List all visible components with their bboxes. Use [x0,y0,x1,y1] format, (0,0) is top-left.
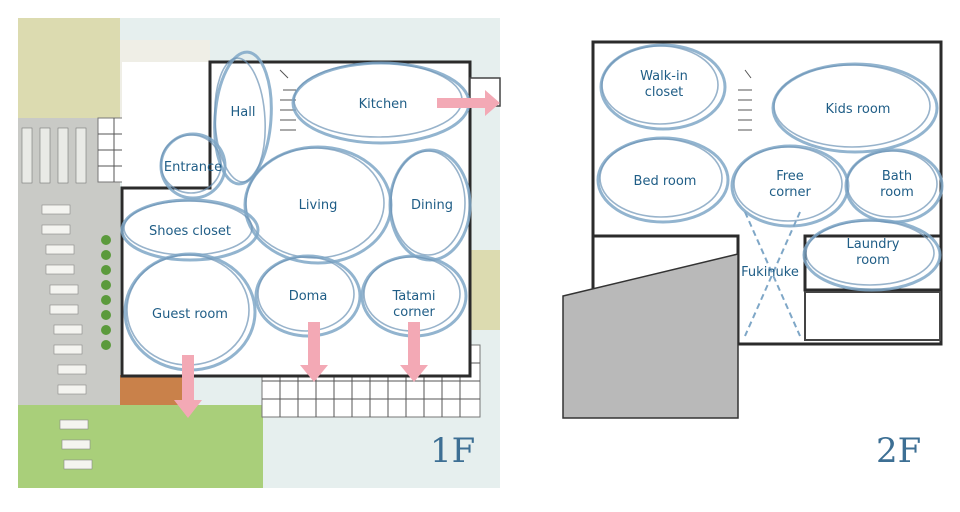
room-label-shoes-closet: Shoes closet [149,224,231,239]
room-bubbles-2f [596,43,944,292]
room-label-fukinuke: Fukinuke [741,265,799,280]
arrow-down-icon [400,322,428,382]
garage-slats [21,127,87,184]
arrow-down-icon [174,355,202,418]
arrow-down-icon [300,322,328,382]
room-label-hall: Hall [231,105,256,120]
room-labels-1f: Hall Kitchen Entrance Living Dining Shoe… [149,97,453,322]
garden-lawn [18,405,263,488]
stairs-1f [279,69,296,131]
fukinuke-void [744,211,801,337]
balcony-box [804,291,941,341]
neighbor-lot [18,18,120,118]
room-label-doma: Doma [289,289,328,304]
stairs-2f [738,69,752,131]
room-label-guest-room: Guest room [152,307,228,322]
floor-label-1f: 1F [430,431,475,471]
room-label-kids-room: Kids room [826,102,891,117]
floor-1f: Hall Kitchen Entrance Living Dining Shoe… [18,18,501,488]
flow-arrows-1f [174,90,500,418]
roof-slope [562,253,739,419]
room-label-dining: Dining [411,198,453,213]
room-label-kitchen: Kitchen [359,97,408,112]
house-1f-walls [120,60,472,378]
room-label-living: Living [299,198,338,213]
room-label-bed-room: Bed room [634,174,697,189]
hedge [101,235,111,350]
room-label-entrance: Entrance [164,160,222,175]
stepping-stones [41,204,93,470]
floor-label-2f: 2F [876,431,921,471]
arrow-right-icon [437,90,500,116]
yard-strip [470,250,500,330]
